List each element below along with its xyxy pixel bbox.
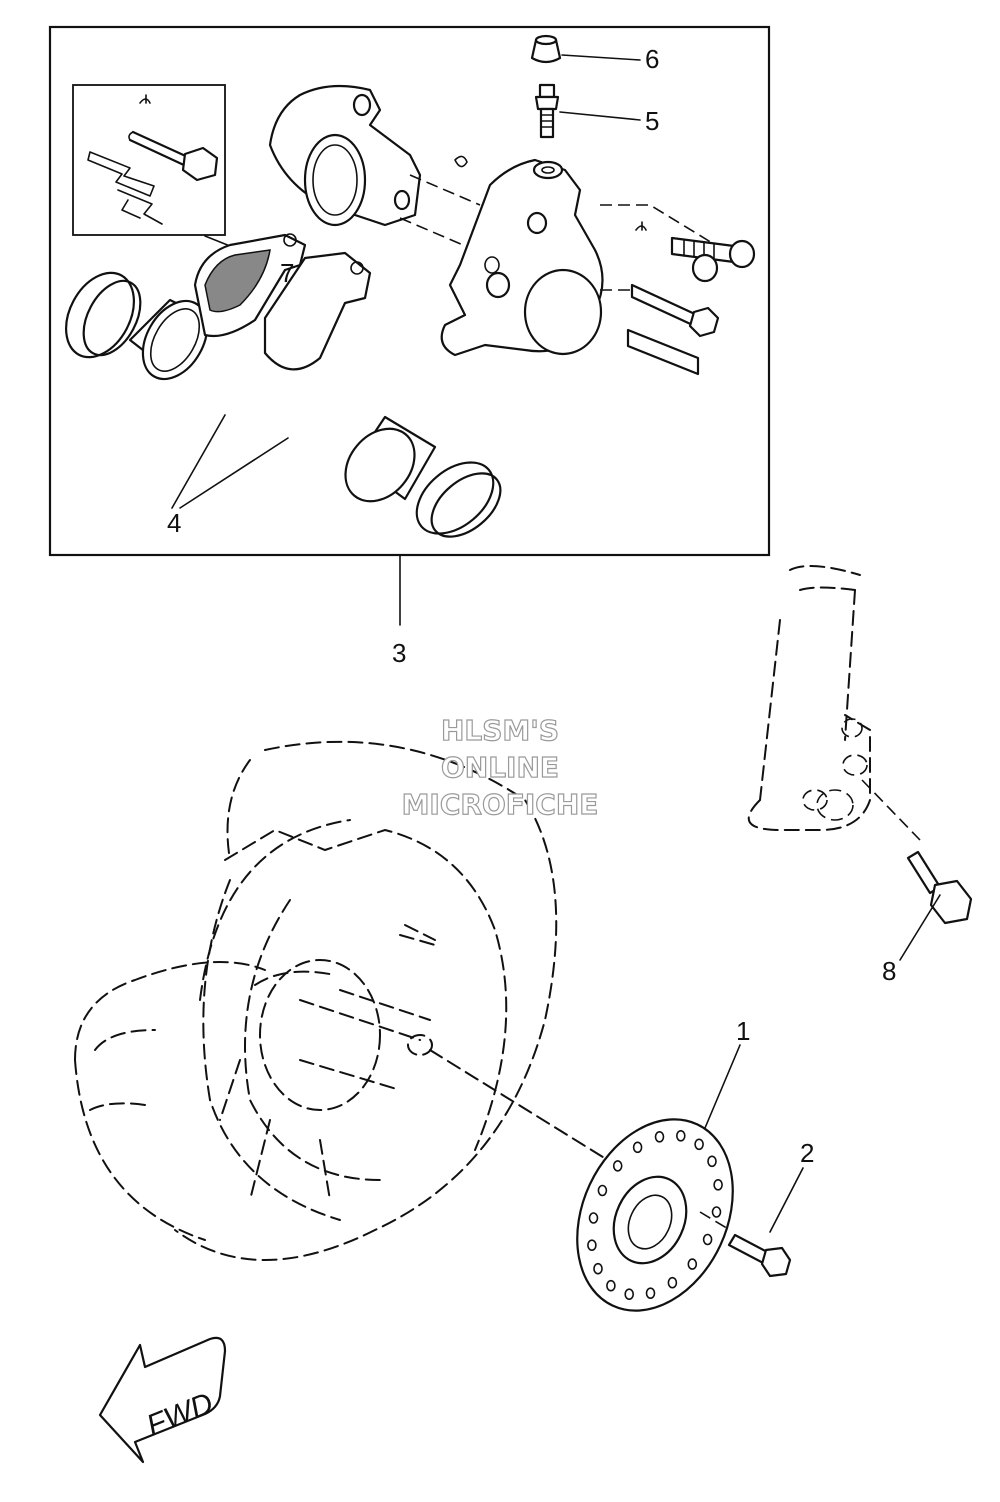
- callout-3: 3: [392, 638, 406, 668]
- disc-vent-hole: [654, 1131, 665, 1143]
- callout-6: 6: [645, 44, 659, 74]
- disc-vent-hole: [593, 1262, 603, 1275]
- callout-4: 4: [167, 508, 181, 538]
- leader-2: [769, 1167, 804, 1233]
- piston-left: [128, 298, 212, 381]
- piston-right: [344, 415, 437, 503]
- disc-vent-hole: [612, 1160, 623, 1172]
- caliper-bolt-lower: [626, 253, 719, 376]
- disc-vent-hole: [606, 1279, 616, 1292]
- callout-2: 2: [800, 1138, 814, 1168]
- caliper-bolt-line: [600, 204, 741, 291]
- disc-vent-hole: [587, 1239, 597, 1251]
- watermark-line-3: MICROFICHE: [402, 788, 599, 821]
- front-wheel: [74, 740, 558, 1261]
- callout-8: 8: [882, 956, 896, 986]
- front-fork-leg: [747, 565, 871, 831]
- leader-5: [559, 111, 641, 121]
- disc-bolt: [699, 1211, 792, 1278]
- piston-seals-right: [415, 461, 502, 538]
- callout-5: 5: [645, 106, 659, 136]
- disc-vent-hole: [702, 1233, 713, 1246]
- brake-disc: [576, 1118, 734, 1312]
- fork-bolt: [906, 850, 973, 925]
- disc-vent-hole: [675, 1130, 686, 1142]
- disc-vent-hole: [707, 1155, 717, 1168]
- disc-vent-hole: [713, 1179, 723, 1191]
- caliper-bracket: [268, 84, 422, 227]
- disc-vent-hole: [597, 1184, 608, 1197]
- callout-7: 7: [280, 258, 294, 288]
- watermark: HLSM'S ONLINE MICROFICHE: [401, 713, 599, 821]
- disc-vent-hole: [687, 1258, 698, 1270]
- leader-4: [171, 414, 289, 509]
- forward-direction-arrow: FWD: [98, 1336, 227, 1464]
- brake-pads: [193, 233, 372, 371]
- disc-vent-hole: [645, 1287, 656, 1299]
- bleed-cap: [530, 34, 562, 64]
- disc-vent-hole: [711, 1206, 722, 1218]
- callout-1: 1: [736, 1016, 750, 1046]
- watermark-line-1: HLSM'S: [441, 714, 559, 747]
- disc-vent-hole: [624, 1288, 635, 1300]
- axle-center-line: [429, 1049, 641, 1181]
- caliper-bolt-upper: [670, 236, 756, 269]
- piston-seals-left: [65, 271, 142, 359]
- caliper-body: [440, 158, 604, 357]
- disc-vent-hole: [588, 1212, 599, 1224]
- fork-bolt-line: [861, 779, 921, 841]
- watermark-line-2: ONLINE: [441, 751, 559, 784]
- leader-8: [899, 894, 941, 961]
- disc-vent-hole: [632, 1141, 643, 1154]
- slide-pin: [630, 221, 720, 338]
- leader-1: [704, 1044, 741, 1129]
- caliper-assembly-frame: [48, 25, 771, 557]
- disc-vent-hole: [694, 1138, 704, 1151]
- bleed-screw: [534, 83, 560, 139]
- leader-6: [561, 54, 641, 61]
- pad-pin-kit-inset: [72, 84, 226, 236]
- bracket-pin-line: [399, 174, 481, 249]
- disc-vent-hole: [667, 1276, 678, 1289]
